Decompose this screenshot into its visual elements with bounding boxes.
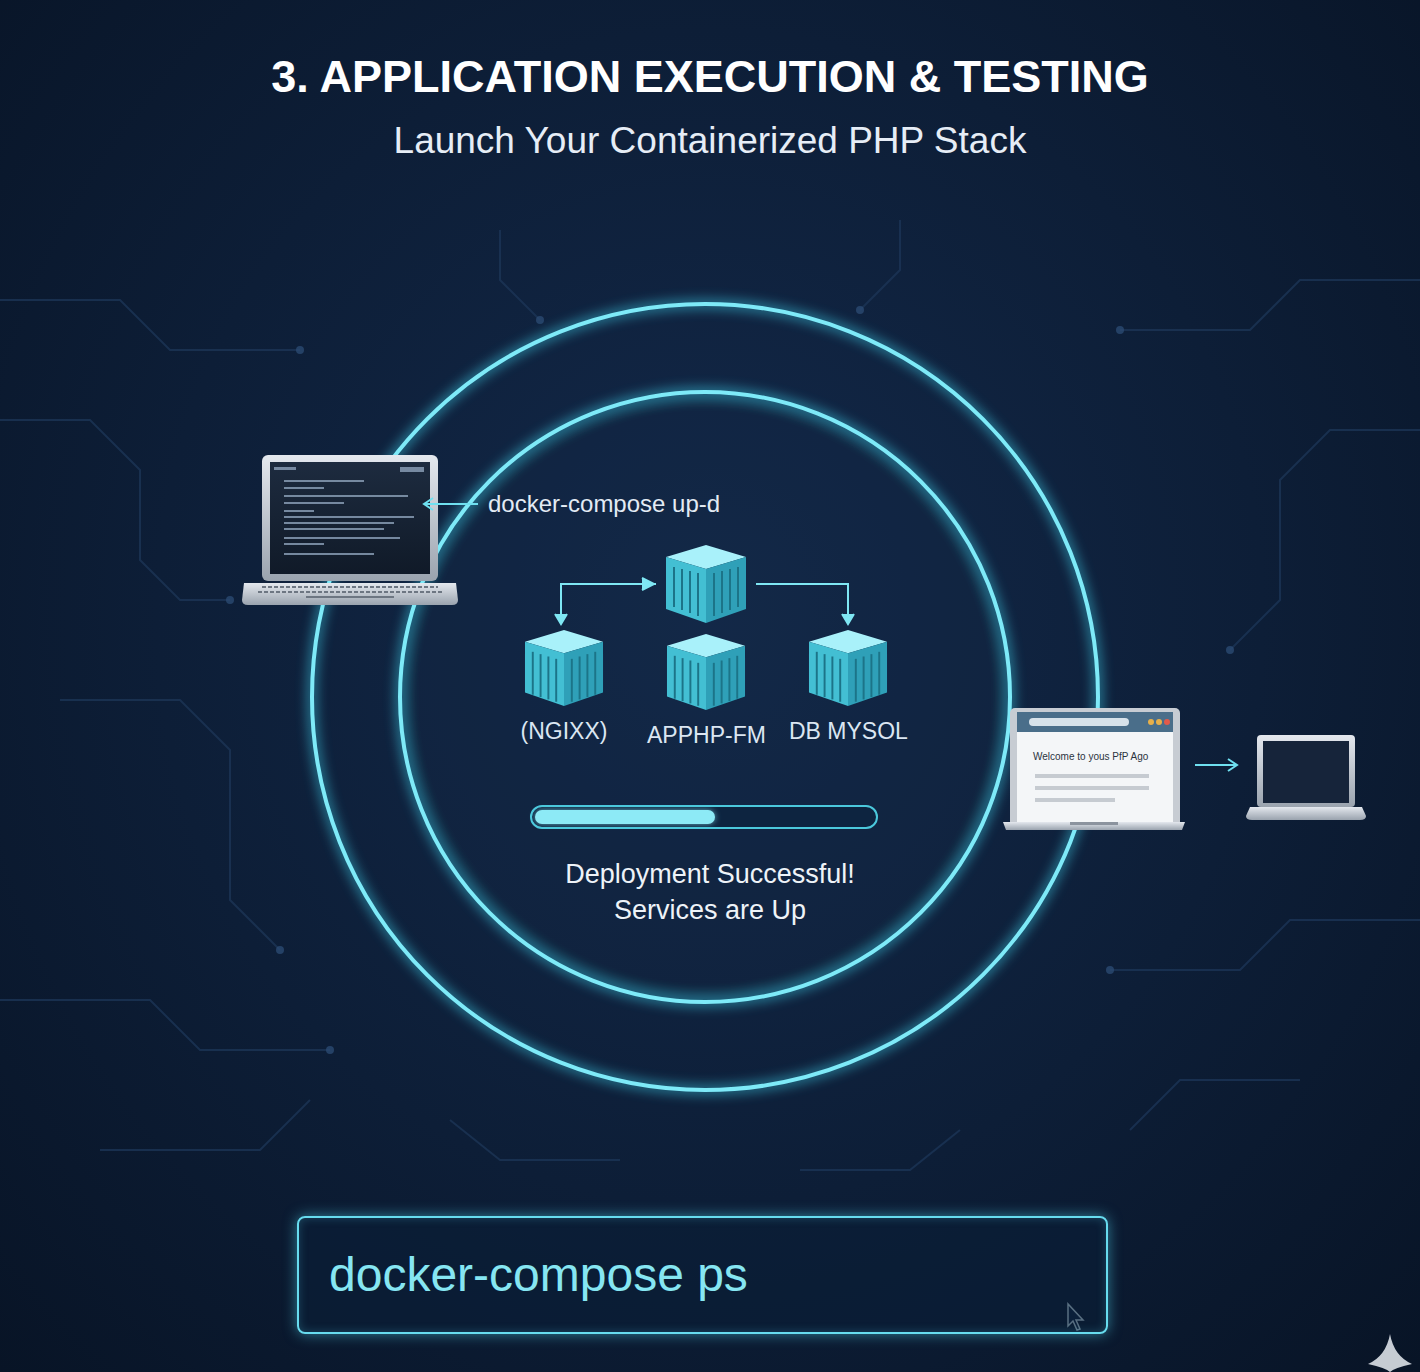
browser-frame [1017,712,1173,822]
command-label: docker-compose up-d [488,489,720,519]
deployment-rings [312,304,1098,1090]
service-label: DB MYSOL [789,717,908,745]
status-message: Deployment Successful! Services are Up [530,856,890,928]
subtitle: Launch Your Containerized PHP Stack [0,118,1420,164]
client-laptop [1246,735,1366,820]
split-arrows [555,578,854,624]
service-label: (NGIXX) [521,717,608,745]
command-arrow [424,498,478,510]
container-icon [520,628,608,708]
orchestrator-container [666,545,746,623]
sparkle-mark [1368,1334,1412,1372]
service-label: APPHP-FM [647,721,766,749]
command-text: docker-compose ps [329,1246,1046,1304]
service-container: DB MYSOL [789,628,908,745]
circuit-traces [0,220,1420,1170]
diagram-title: 3. APPLICATION EXECUTION & TESTING [0,50,1420,104]
page-heading: Welcome to yous PfP Ago [1033,750,1165,763]
service-container: (NGIXX) [520,628,608,745]
browser-window: Welcome to yous PfP Ago [1017,712,1173,822]
container-icon [662,632,750,712]
terminal-laptop [242,455,458,605]
service-container: APPHP-FM [647,632,766,749]
container-icon [804,628,892,708]
progress-bar [531,806,877,828]
command-box: docker-compose ps [297,1216,1108,1334]
output-arrow [1195,759,1237,771]
browser-laptop [1003,708,1185,830]
